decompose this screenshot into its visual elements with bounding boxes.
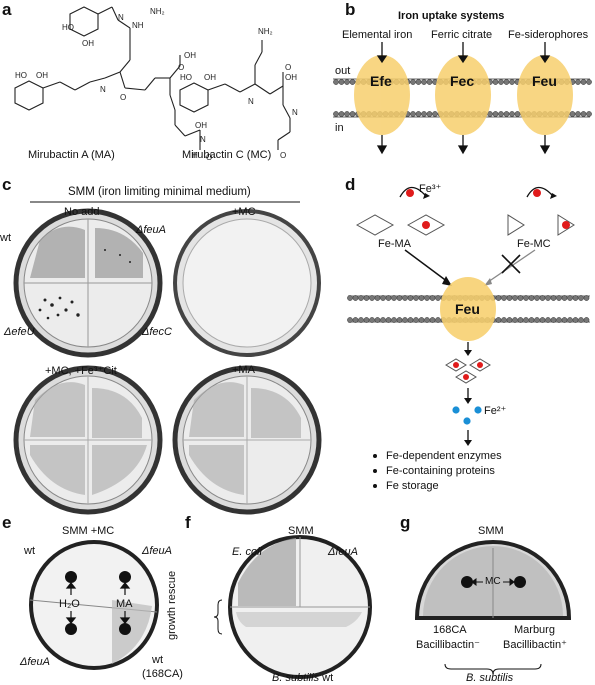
strain-efeu-c: ΔefeU [4,326,35,338]
panel-c-label: c [2,175,12,194]
svg-text:HO: HO [180,73,192,82]
panel-e-plate [29,540,159,670]
panel-f-label: f [185,513,191,532]
svg-text:OH: OH [36,71,48,80]
fe-ma-label: Fe-MA [378,238,411,250]
bullet-fe-storage: Fe storage [386,480,439,492]
svg-text:NH: NH [132,21,144,30]
g-bsub: B. subtilis [466,672,514,684]
svg-text:HO: HO [15,71,27,80]
smm-title-c: SMM (iron limiting minimal medium) [68,186,251,198]
svg-text:O: O [206,153,212,162]
svg-text:N: N [100,85,106,94]
panel-a-label: a [2,0,12,19]
svg-text:OH: OH [184,51,196,60]
e-168ca: (168CA) [142,668,183,680]
svg-text:NH₂: NH₂ [150,7,165,16]
g-bacillibactin-pos: Bacillibactin⁺ [503,639,567,651]
membrane-out-label: out [335,65,351,77]
svg-text:N: N [200,135,206,144]
source-ferric-citrate: Ferric citrate [431,29,493,41]
e-feua-bottom: ΔfeuA [20,656,51,668]
strain-wt-c: wt [0,232,11,244]
e-h2o: H₂O [59,598,80,610]
panel-g-label: g [400,513,411,532]
system-feu: Feu [532,73,557,89]
f-ecoli: E. coli [232,546,262,558]
e-wt-label: wt [24,545,35,557]
e-title: SMM +MC [62,525,115,537]
fe-mc-label: Fe-MC [517,238,551,250]
feu-transporter-label: Feu [455,301,480,317]
svg-text:OH: OH [82,39,94,48]
mirubactin-a-name: Mirubactin A (MA) [28,149,115,161]
mirubactin-c-name: Mirubactin C (MC) [182,149,272,161]
f-bsub-wt-label: B. subtilis wt [272,672,333,684]
g-title: SMM [478,525,504,537]
svg-text:OH: OH [204,73,216,82]
iron-uptake-title: Iron uptake systems [398,10,505,22]
membrane-diagram-b [333,42,592,155]
strain-fecc-c: ΔfecC [142,326,172,338]
svg-text:O: O [120,93,126,102]
f-wt: wt [322,672,334,684]
e-feua-top: ΔfeuA [142,545,173,557]
feu-transport-diagram [347,186,590,488]
bullet-fe-enzymes: Fe-dependent enzymes [386,450,502,462]
condition-no-add: No add [64,206,100,218]
e-ma: MA [116,598,133,610]
source-fe-siderophores: Fe-siderophores [508,29,589,41]
system-fec: Fec [450,73,475,89]
bullet-fe-proteins: Fe-containing proteins [386,465,495,477]
system-efe: Efe [370,73,392,89]
panel-b-label: b [345,0,356,19]
svg-text:H: H [192,151,198,160]
panel-e-label: e [2,513,12,532]
fe3-label: Fe³⁺ [419,183,442,195]
svg-text:O: O [285,63,291,72]
svg-text:NH₂: NH₂ [258,27,273,36]
svg-text:HO: HO [62,23,74,32]
panel-f-plate [213,535,372,679]
condition-mc: +MC [232,206,256,218]
g-bacillibactin-neg: Bacillibactin⁻ [416,639,480,651]
svg-text:O: O [178,63,184,72]
condition-mc-fecit: +MC, +Fe³⁺Cit [45,365,117,377]
svg-text:OH: OH [285,73,297,82]
g-marburg: Marburg [514,624,555,636]
fe2-label: Fe²⁺ [484,405,507,417]
panel-d-label: d [345,175,356,194]
svg-text:O: O [280,151,286,160]
svg-text:OH: OH [195,121,207,130]
g-mc: MC [485,576,501,587]
strain-feua-c: ΔfeuA [136,224,167,236]
panel-c-plates [13,201,322,515]
svg-text:N: N [118,13,124,22]
condition-ma: +MA [232,364,255,376]
f-title: SMM [288,525,314,537]
f-bsub: B. subtilis [272,672,320,684]
f-feua: ΔfeuA [328,546,359,558]
g-168ca: 168CA [433,624,467,636]
svg-text:N: N [248,97,254,106]
membrane-in-label: in [335,122,344,134]
source-elemental-iron: Elemental iron [342,29,413,41]
e-wt-168: wt [152,654,163,666]
svg-text:N: N [292,108,298,117]
